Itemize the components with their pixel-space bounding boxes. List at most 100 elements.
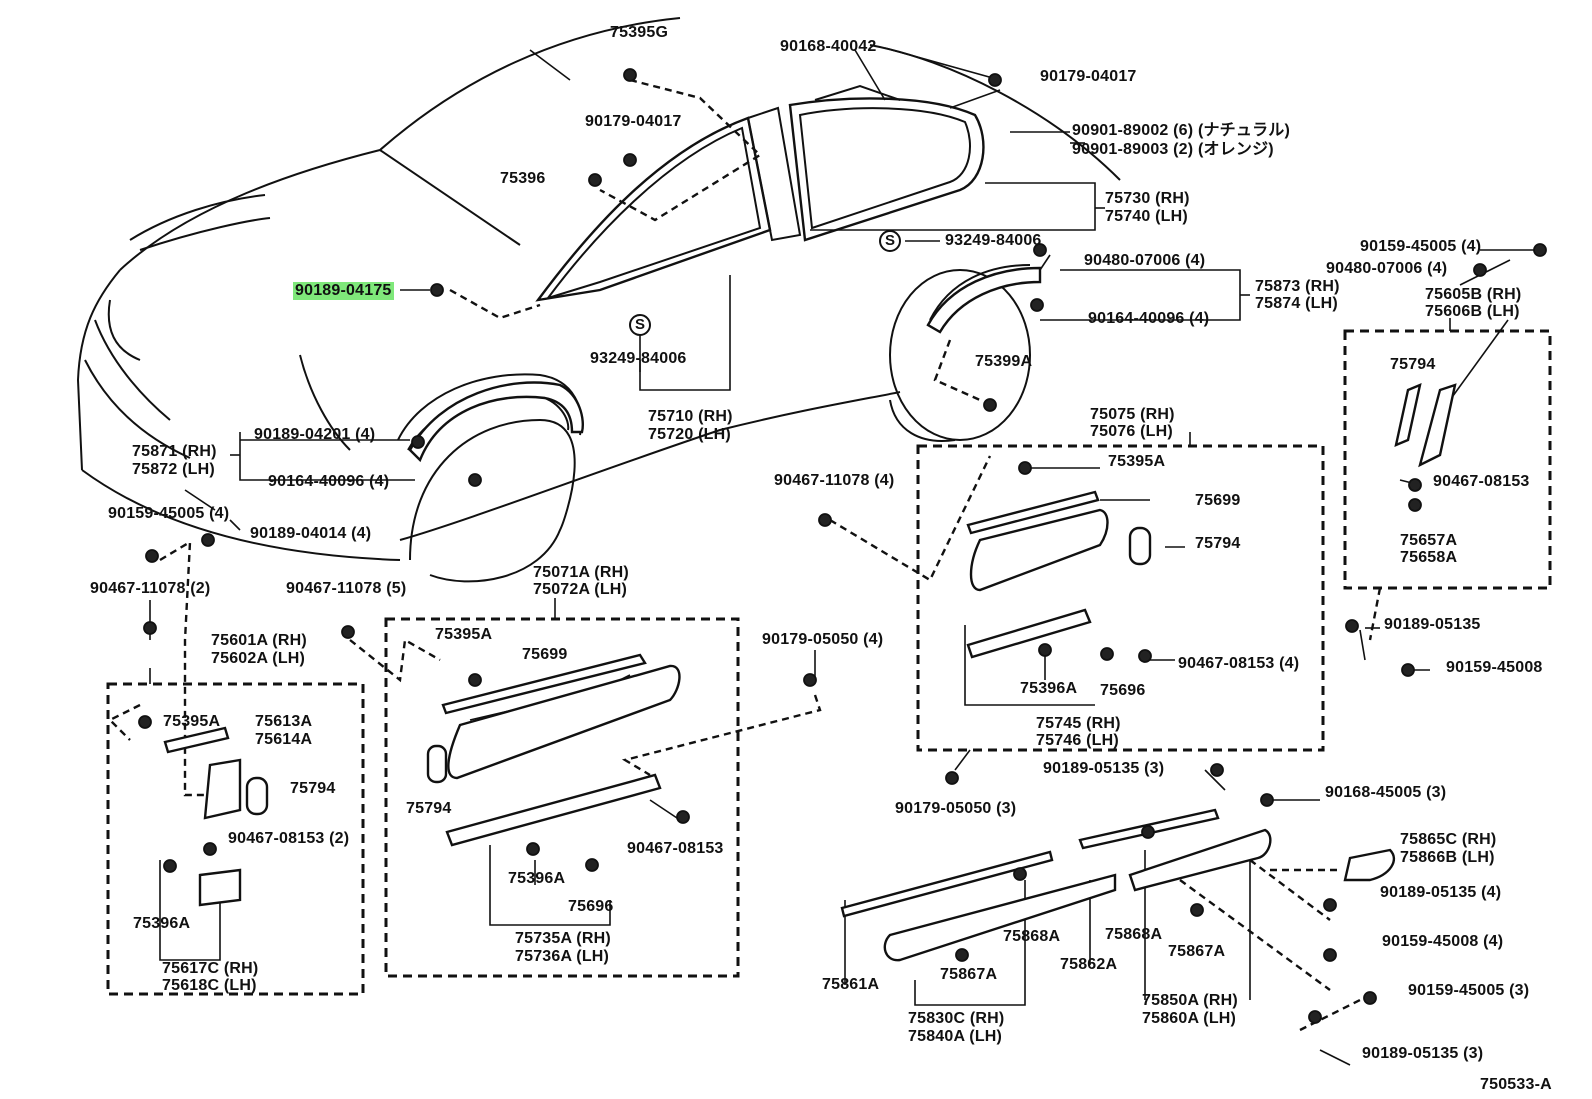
label-75396A-a: 75396A [1020,680,1078,697]
s-symbols [629,230,901,336]
label-90179-05050-b: 90179-05050 (3) [895,800,1017,817]
label-75696-a: 75696 [1100,682,1146,699]
label-75606B: 75606B (LH) [1425,303,1520,320]
label-75873: 75873 (RH) [1255,278,1340,295]
label-75736A: 75736A (LH) [515,948,610,965]
label-75657A: 75657A [1400,532,1458,549]
label-90159-45008-a: 90159-45008 [1446,659,1543,676]
label-75071A: 75071A (RH) [533,564,629,581]
label-75794-d: 75794 [406,800,452,817]
label-75658A: 75658A [1400,549,1458,566]
label-90467-08153-a: 90467-08153 [1433,473,1530,490]
label-90179-04017-b: 90179-04017 [585,113,682,130]
label-90467-08153-c: 90467-08153 (2) [228,830,350,847]
label-75794-c: 75794 [290,780,336,797]
label-75396: 75396 [500,170,546,187]
label-75605B: 75605B (RH) [1425,286,1522,303]
label-75860A: 75860A (LH) [1142,1010,1237,1027]
label-75868A-a: 75868A [1003,928,1061,945]
label-75868A-b: 75868A [1105,926,1163,943]
label-75602A: 75602A (LH) [211,650,306,667]
label-75745: 75745 (RH) [1036,715,1121,732]
s-symbol-label-b: S [885,232,896,249]
label-75699-b: 75699 [522,646,568,663]
label-90168-40042: 90168-40042 [780,38,877,55]
label-75076: 75076 (LH) [1090,423,1173,440]
label-75862A: 75862A [1060,956,1118,973]
group-box-75071A [384,617,740,978]
label-75613A: 75613A [255,713,313,730]
label-75865C: 75865C (RH) [1400,831,1497,848]
label-75396A-b: 75396A [508,870,566,887]
label-75840A: 75840A (LH) [908,1028,1003,1045]
s-symbol-label-a: S [635,316,646,333]
label-75867A-a: 75867A [1168,943,1226,960]
label-90179-04017-a: 90179-04017 [1040,68,1137,85]
label-75872: 75872 (LH) [132,461,215,478]
label-75861A: 75861A [822,976,880,993]
label-90164-40096-b: 90164-40096 (4) [268,473,390,490]
label-75867A-b: 75867A [940,966,998,983]
label-90179-05050-a: 90179-05050 (4) [762,631,884,648]
label-75874: 75874 (LH) [1255,295,1338,312]
group-box-75075 [916,444,1325,752]
label-75395A-a: 75395A [1108,453,1166,470]
label-90189-05135-a: 90189-05135 [1384,616,1481,633]
label-75794-a: 75794 [1390,356,1436,373]
label-75850A: 75850A (RH) [1142,992,1238,1009]
label-90159-45005-c: 90159-45005 (3) [1408,982,1530,999]
group-box-75605B [1343,329,1552,590]
label-75699-a: 75699 [1195,492,1241,509]
label-90467-11078-a: 90467-11078 (4) [774,472,895,489]
label-75746: 75746 (LH) [1036,732,1119,749]
label-90159-45005-b: 90159-45005 (4) [108,505,230,522]
label-75830C: 75830C (RH) [908,1010,1005,1027]
label-90189-05135-b: 90189-05135 (3) [1043,760,1165,777]
label-90189-04201: 90189-04201 (4) [254,426,376,443]
label-93249-84006-a: 93249-84006 [945,232,1042,249]
label-75720: 75720 (LH) [648,426,731,443]
label-90159-45005-a: 90159-45005 (4) [1360,238,1482,255]
label-75395G: 75395G [610,24,669,41]
parts-shapes [138,68,1547,1024]
label-75399A: 75399A [975,353,1033,370]
window-frames [535,84,985,302]
label-75696-b: 75696 [568,898,614,915]
label-75395A-b: 75395A [435,626,493,643]
label-90480-07006-b: 90480-07006 (4) [1326,260,1448,277]
label-90901-89003: 90901-89003 (2) (オレンジ) [1072,141,1274,158]
label-75396A-c: 75396A [133,915,191,932]
group-box-75601A [106,682,365,996]
label-75618C: 75618C (LH) [162,977,257,994]
label-90159-45008-b: 90159-45008 (4) [1382,933,1504,950]
label-90164-40096-a: 90164-40096 (4) [1088,310,1210,327]
label-75072A: 75072A (LH) [533,581,628,598]
label-75866B: 75866B (LH) [1400,849,1495,866]
label-75740: 75740 (LH) [1105,208,1188,225]
label-90480-07006-a: 90480-07006 (4) [1084,252,1206,269]
label-75075: 75075 (RH) [1090,406,1175,423]
label-90189-05135-c: 90189-05135 (4) [1380,884,1502,901]
label-75614A: 75614A [255,731,313,748]
label-75617C: 75617C (RH) [162,960,259,977]
label-75871: 75871 (RH) [132,443,217,460]
label-75601A: 75601A (RH) [211,632,307,649]
label-90467-08153-d: 90467-08153 [627,840,724,857]
label-90168-45005: 90168-45005 (3) [1325,784,1447,801]
diagram-code: 750533-A [1480,1076,1552,1093]
label-90467-08153-b: 90467-08153 (4) [1178,655,1300,672]
label-90901-89002: 90901-89002 (6) (ナチュラル) [1072,122,1291,139]
label-90467-11078-b: 90467-11078 (2) [90,580,211,597]
label-75730: 75730 (RH) [1105,190,1190,207]
label-90189-04175: 90189-04175 [293,282,394,300]
label-75794-b: 75794 [1195,535,1241,552]
label-90189-05135-d: 90189-05135 (3) [1362,1045,1484,1062]
label-75735A: 75735A (RH) [515,930,611,947]
label-90189-04014: 90189-04014 (4) [250,525,372,542]
label-75395A-c: 75395A [163,713,221,730]
label-75710: 75710 (RH) [648,408,733,425]
label-90467-11078-c: 90467-11078 (5) [286,580,407,597]
